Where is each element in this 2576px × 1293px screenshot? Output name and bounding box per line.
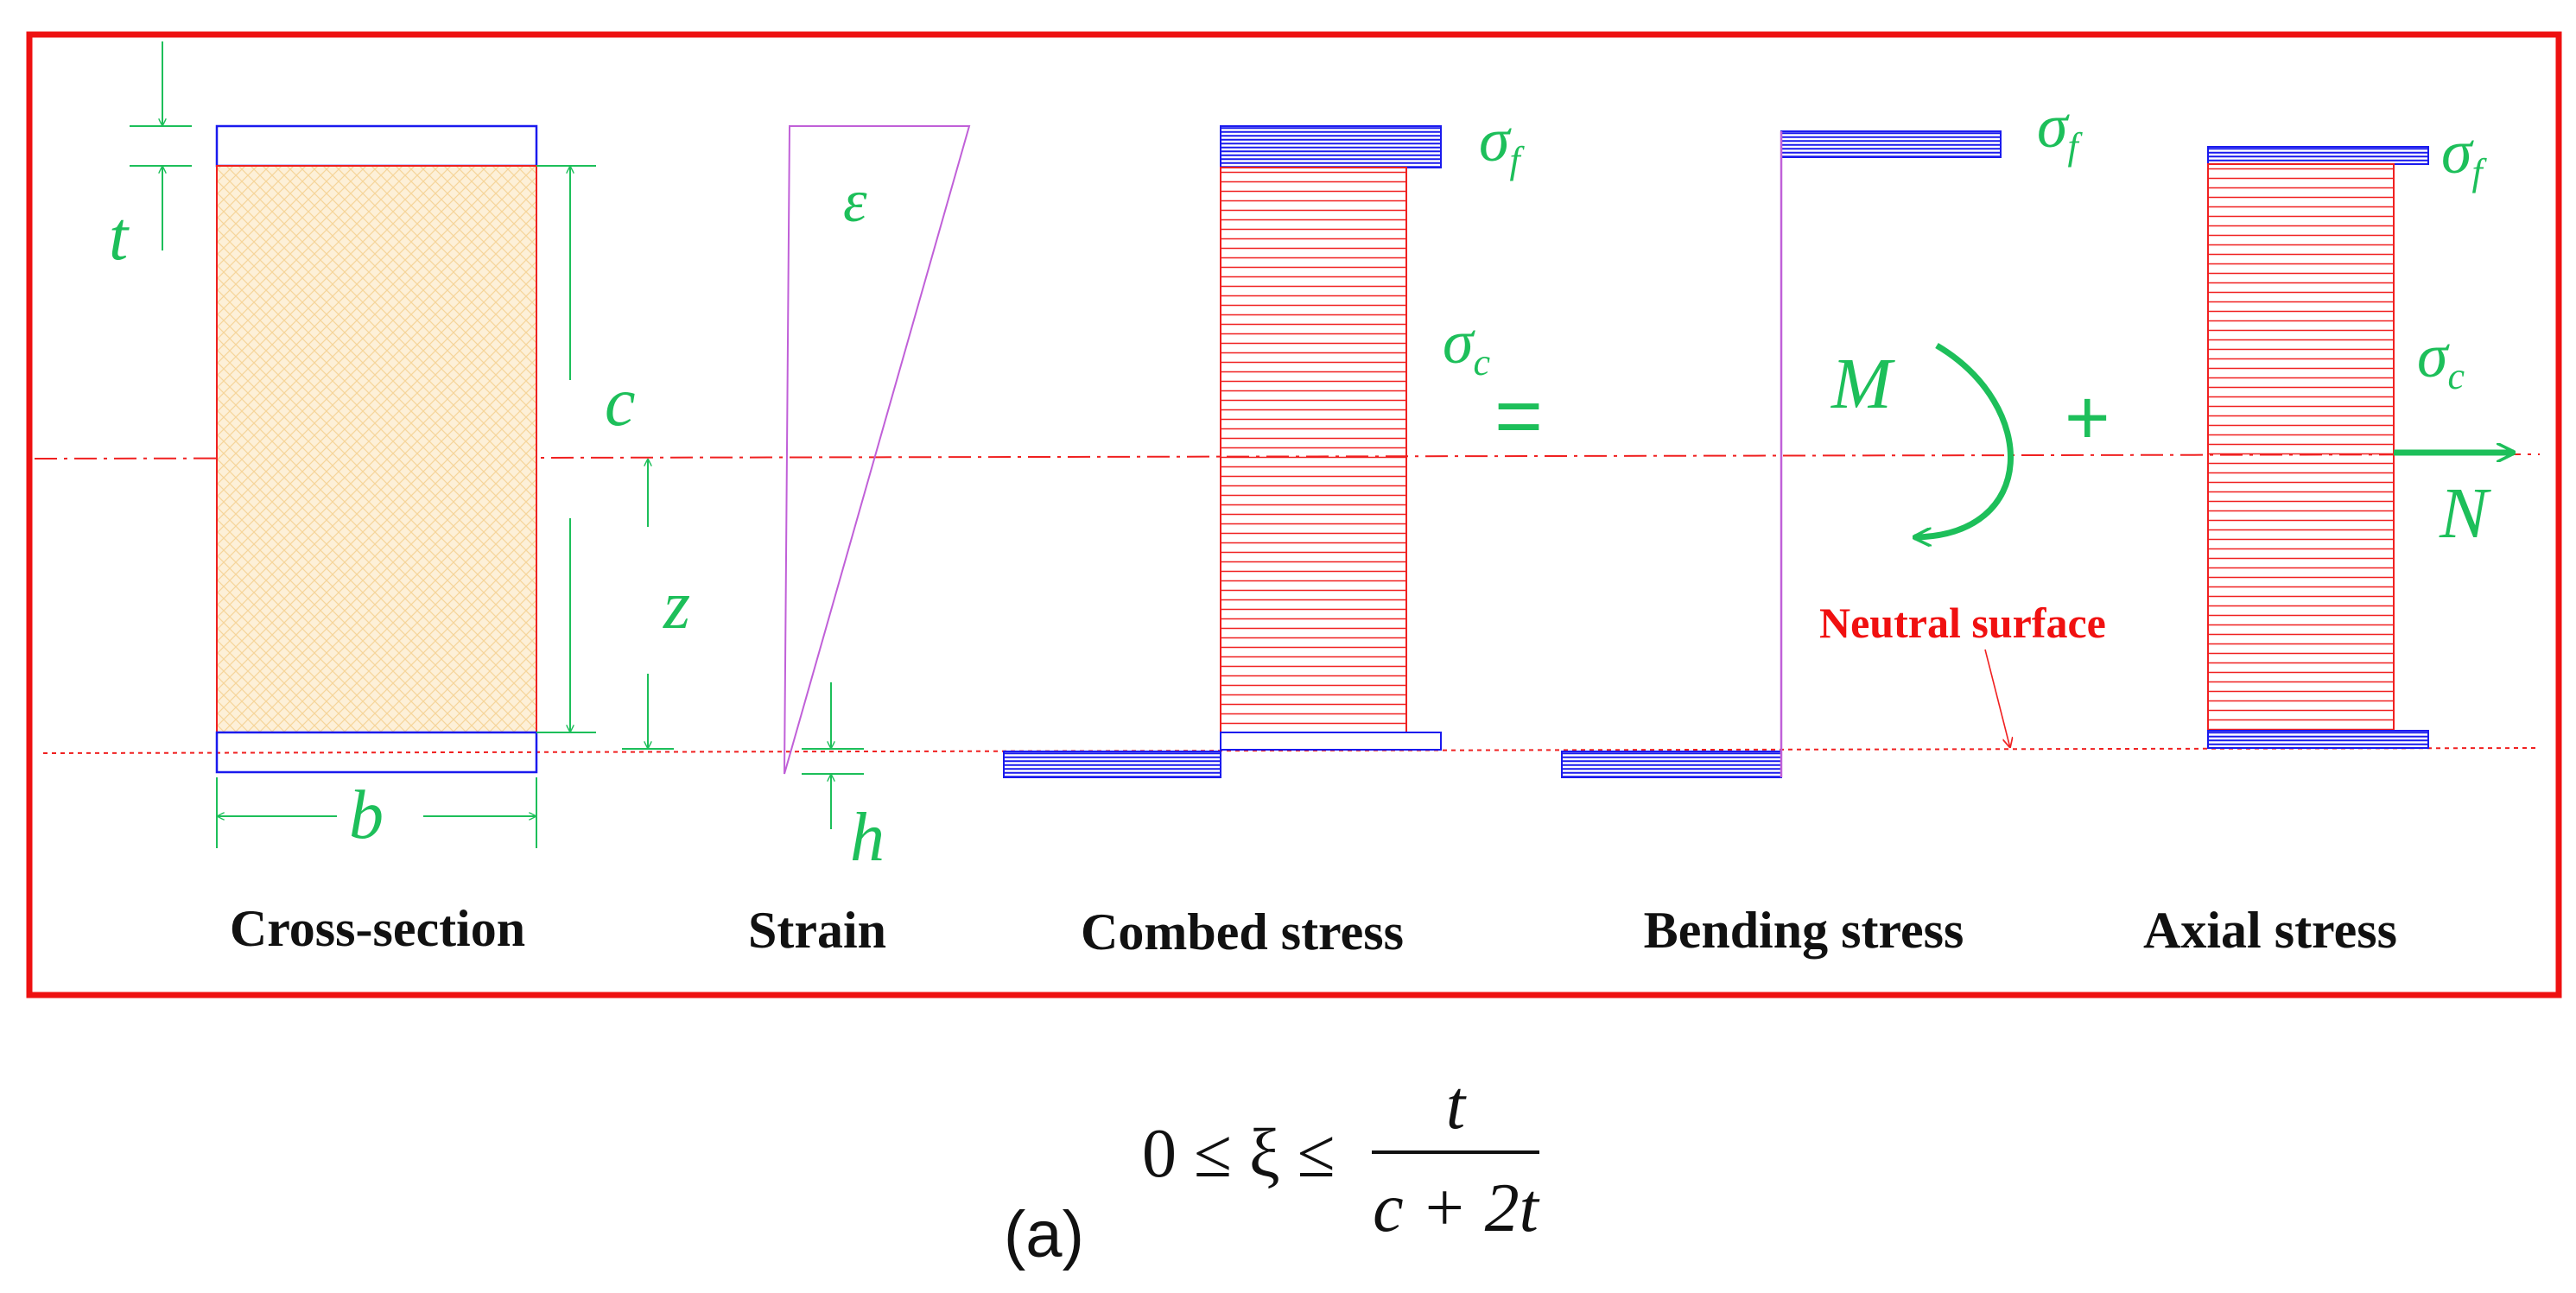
dimension-z [622,459,674,750]
top-face-sheet [215,124,538,168]
condition-numerator: t [1446,1068,1467,1144]
core [216,165,537,733]
neutral-surface-leader [1984,649,2010,748]
dimension-b [216,777,537,848]
moment-arrow [1914,342,2014,537]
axial-force-N-symbol: N [2439,473,2491,554]
label-axial-stress: Axial stress [2143,902,2397,959]
dimension-t [130,41,192,250]
axial-bottom-flange-stress [2208,732,2428,745]
neutral-surface-label: Neutral surface [1819,599,2106,647]
combined-bottom-face-outline [1220,732,1442,751]
axial-core-stress [2208,168,2394,731]
axial-stress-block [2207,146,2429,749]
label-cross-section: Cross-section [230,900,525,957]
combined-core-stress [1221,171,1406,725]
dimension-h [802,682,864,829]
combined-top-flange-stress [1221,127,1441,168]
sigma-f-bending-label: σf [2037,92,2084,168]
core-thickness-c-symbol: c [605,364,636,441]
label-combined-stress: Combed stress [1081,903,1404,960]
panel-label: (a) [1004,1198,1084,1271]
label-strain: Strain [748,902,886,959]
equals-sign: = [1494,370,1543,462]
label-bending-stress: Bending stress [1644,902,1964,959]
sigma-c-combined-label: σc [1443,307,1491,383]
moment-M-symbol: M [1830,344,1895,424]
sigma-f-axial-label: σf [2441,117,2488,193]
plus-sign: + [2065,375,2110,461]
width-b-symbol: b [349,777,384,853]
combined-bottom-flange-stress [1004,752,1221,778]
bending-top-flange-stress [1781,132,2001,158]
sigma-f-combined-label: σf [1479,105,1526,181]
strain-epsilon-symbol: ε [843,168,867,235]
condition-lhs: 0 ≤ ξ ≤ [1142,1116,1335,1192]
thickness-t-symbol: t [109,199,130,275]
bending-bottom-flange-stress [1562,752,1781,778]
cross-section [215,124,538,774]
combined-stress-block [1003,125,1442,778]
sigma-c-axial-label: σc [2417,321,2465,397]
neutral-offset-z-symbol: z [663,567,690,643]
strain-profile [784,125,971,775]
bottom-face-sheet [215,731,538,774]
neutral-surface-line [42,747,2541,754]
bending-stress-block [1561,130,2002,778]
offset-h-symbol: h [850,800,885,876]
dimension-c [536,165,596,733]
condition-denominator: c + 2t [1373,1170,1539,1246]
axial-top-flange-stress [2208,148,2428,162]
figure-frame [26,31,2562,998]
